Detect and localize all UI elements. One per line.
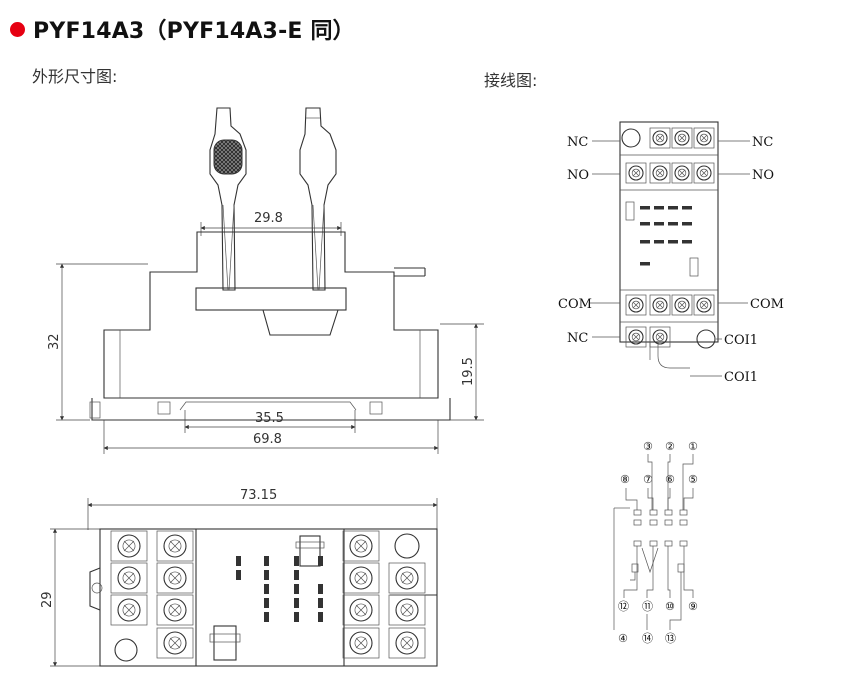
circuit-schematic: ③ ② ① ⑧ ⑦ ⑥ ⑤ ⑫ ⑪ ⑩ ⑨ ④ ⑭ ⑬ [613, 440, 698, 645]
plan-view-drawing: 73.15 29 [40, 488, 438, 667]
red-bullet-icon [10, 21, 25, 37]
circuit-num-1: ① [688, 440, 698, 453]
side-view-drawing: 29.8 32 19.5 35.5 69.8 [47, 107, 484, 454]
label-coil-2: COI1 [724, 370, 758, 385]
circuit-num-11: ⑪ [642, 600, 653, 613]
circuit-num-8: ⑧ [620, 473, 630, 486]
label-com-right: COM [750, 297, 784, 312]
circuit-num-7: ⑦ [643, 473, 653, 486]
label-com-left: COM [558, 297, 592, 312]
circuit-num-13: ⑬ [665, 632, 676, 645]
circuit-num-4: ④ [618, 632, 628, 645]
circuit-num-9: ⑨ [688, 600, 698, 613]
dim-inner-width: 35.5 [255, 411, 284, 426]
label-nc-bottom: NC [567, 331, 588, 346]
circuit-num-6: ⑥ [665, 473, 675, 486]
dim-plan-height: 29 [40, 591, 55, 608]
label-nc-left: NC [567, 135, 588, 150]
dim-height-right: 19.5 [461, 357, 476, 386]
dim-height-left: 32 [47, 333, 62, 350]
circuit-num-10: ⑩ [665, 600, 675, 613]
label-no-right: NO [752, 168, 774, 183]
wiring-label: 接线图: [484, 71, 538, 90]
outline-label: 外形尺寸图: [32, 67, 118, 86]
circuit-num-5: ⑤ [688, 473, 698, 486]
label-nc-right: NC [752, 135, 773, 150]
dim-total-width: 69.8 [253, 432, 282, 447]
circuit-num-2: ② [665, 440, 675, 453]
circuit-num-3: ③ [643, 440, 653, 453]
dim-plan-width: 73.15 [240, 488, 277, 503]
label-coil-1: COI1 [724, 333, 758, 348]
circuit-num-12: ⑫ [618, 600, 629, 613]
label-no-left: NO [567, 168, 589, 183]
page-title: PYF14A3（PYF14A3-E 同） [33, 19, 355, 44]
dim-top-width: 29.8 [254, 211, 283, 226]
wiring-view-drawing: NC NC NO NO COM COM NC COI1 COI1 [558, 121, 784, 385]
title-row: PYF14A3（PYF14A3-E 同） [10, 14, 355, 44]
circuit-num-14: ⑭ [642, 632, 653, 645]
